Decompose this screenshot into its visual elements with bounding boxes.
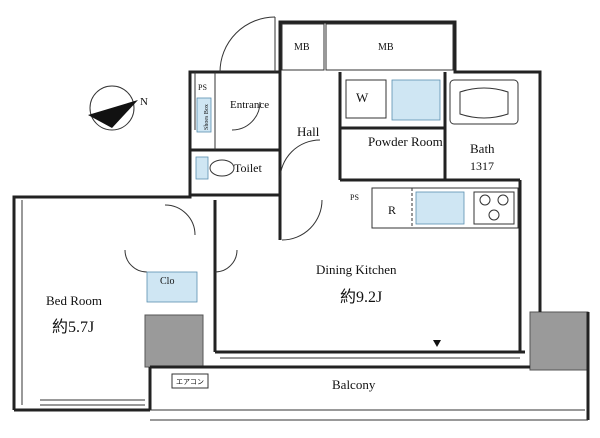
doors bbox=[124, 16, 323, 273]
entrance-label: Entrance bbox=[230, 99, 269, 111]
kitchen-sink bbox=[415, 191, 465, 225]
mb-cupboard-2 bbox=[325, 23, 454, 71]
mb-cupboard-1 bbox=[281, 23, 325, 71]
washer-pan bbox=[345, 79, 387, 119]
refrigerator-space bbox=[371, 187, 413, 229]
mb-label-2: MB bbox=[378, 42, 394, 53]
marker-icon bbox=[433, 340, 441, 347]
ps-label-1: PS bbox=[198, 83, 207, 92]
dining-kitchen-label: Dining Kitchen bbox=[316, 262, 397, 277]
bath-label: Bath bbox=[470, 141, 495, 156]
balcony-label: Balcony bbox=[332, 377, 376, 392]
pillar-left bbox=[144, 314, 204, 368]
washer-label: W bbox=[356, 90, 369, 105]
compass-arrow-icon bbox=[88, 100, 138, 128]
closet bbox=[146, 271, 198, 303]
powder-room-label: Powder Room bbox=[368, 134, 443, 149]
bath-tub bbox=[449, 79, 519, 125]
bed-room-area-label: 約5.7J bbox=[52, 318, 94, 336]
closet-label: Clo bbox=[160, 276, 174, 287]
mb-label-1: MB bbox=[294, 42, 310, 53]
room-labels: MB MB PS PS Shoes Box Entrance Hall W Po… bbox=[46, 42, 495, 392]
aircon-unit bbox=[171, 373, 209, 389]
aircon-label: エアコン bbox=[176, 378, 204, 386]
interior-walls bbox=[190, 72, 525, 354]
shoes-box-label: Shoes Box bbox=[204, 104, 210, 130]
ps-label-2: PS bbox=[350, 193, 359, 202]
outer-walls bbox=[12, 20, 590, 421]
dining-kitchen-area-label: 約9.2J bbox=[340, 288, 382, 306]
kitchen-stove bbox=[473, 191, 515, 225]
toilet-label: Toilet bbox=[234, 161, 262, 175]
toilet-fixture bbox=[195, 156, 209, 180]
compass: N bbox=[88, 85, 148, 131]
bed-room-label: Bed Room bbox=[46, 293, 102, 308]
refrigerator-label: R bbox=[388, 203, 396, 217]
shoes-box bbox=[196, 97, 212, 133]
toilet-bowl bbox=[209, 159, 235, 177]
bath-size-label: 1317 bbox=[470, 159, 494, 173]
wash-basin bbox=[391, 79, 441, 121]
hall-label: Hall bbox=[297, 124, 320, 139]
compass-north-label: N bbox=[140, 96, 148, 108]
pillar-right bbox=[529, 311, 589, 371]
